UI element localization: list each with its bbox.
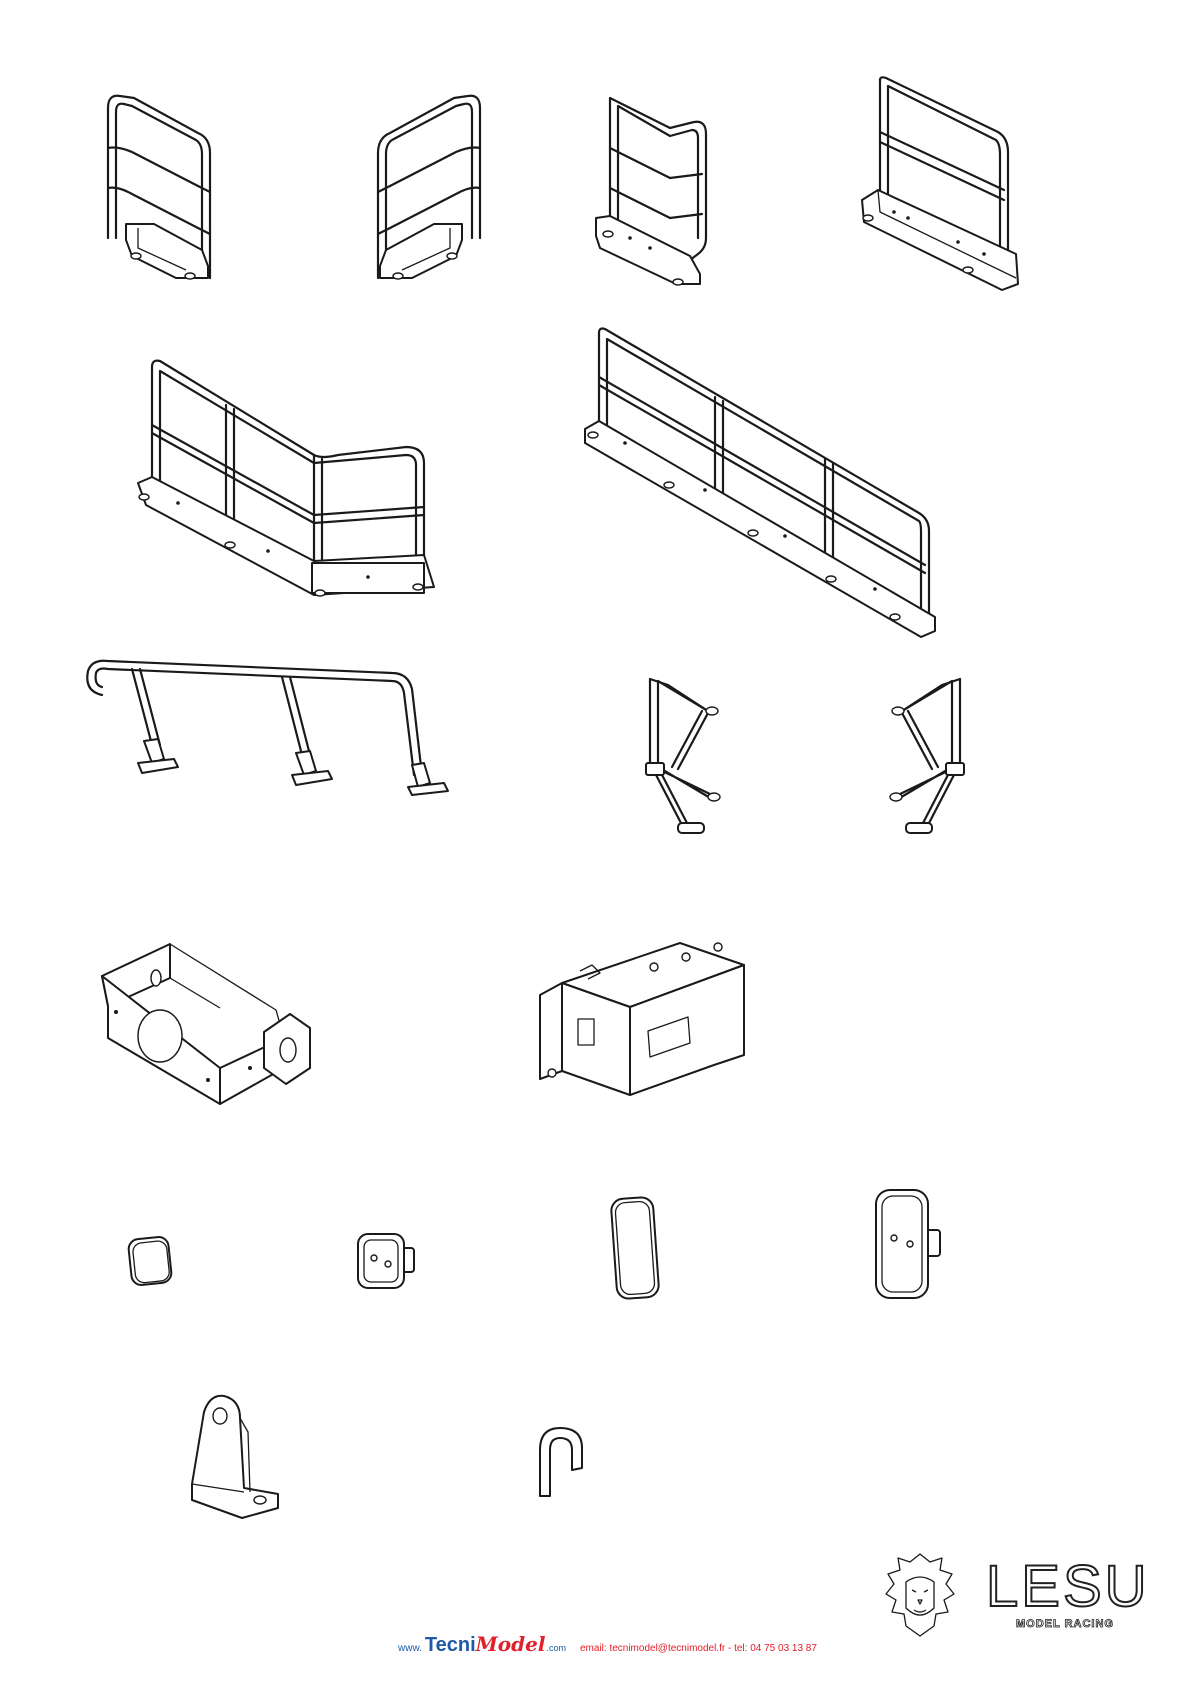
mounting-tab [182,1392,282,1520]
railing-right-angled [360,88,490,293]
footer-brand-tecni[interactable]: Tecni [425,1634,476,1657]
battery-box-cover [540,935,765,1105]
mirror-glass-large [610,1194,662,1304]
j-hook [534,1424,588,1500]
mirror-bracket-right [878,675,968,845]
bracket-with-round-hole [100,928,325,1108]
railing-bent-corner [590,88,730,293]
railing-straight-short [858,72,1023,292]
railing-left-angled [98,88,228,293]
footer-com: .com [546,1643,566,1653]
lamp-housing-small [354,1228,420,1294]
footer-www: www. [398,1643,422,1654]
railing-long-corner [138,355,448,605]
footer-contact: www. Tecni Model .com email: tecnimodel@… [398,1632,817,1656]
lesu-logo: LESU [986,1558,1142,1616]
railing-long-straight [585,325,940,635]
footer-brand-model[interactable]: Model [476,1632,546,1656]
footer-email-phone[interactable]: email: tecnimodel@tecnimodel.fr - tel: 0… [580,1643,817,1654]
lion-head-icon [884,1552,956,1638]
grab-handle-bar [82,655,472,795]
lamp-lens-small [126,1232,178,1290]
lesu-logo-subtitle: MODEL RACING [990,1618,1140,1630]
mirror-housing-large [872,1186,948,1306]
mirror-bracket-left [642,675,732,845]
